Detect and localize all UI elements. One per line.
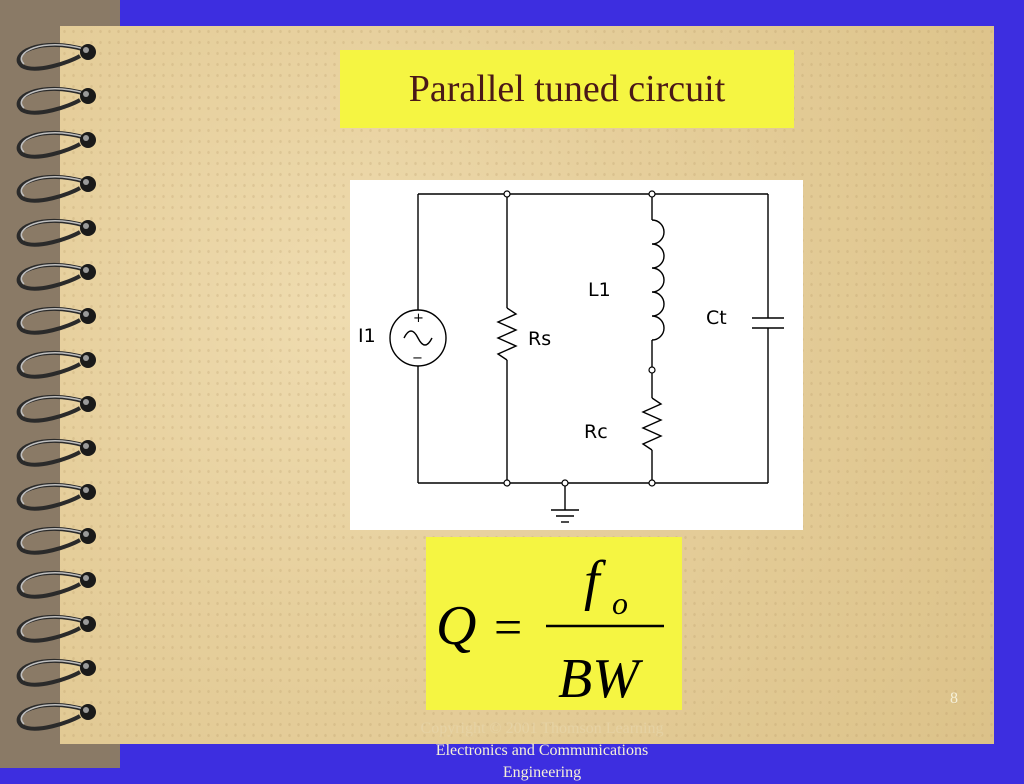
label-minus: − (412, 351, 423, 366)
binding-ring (16, 394, 96, 423)
binding-ring (16, 42, 96, 71)
footer-line-2: Electronics and Communications (435, 742, 649, 759)
binding-ring (16, 218, 96, 247)
binding-ring (16, 262, 96, 291)
label-l1: L1 (588, 279, 611, 301)
title-box: Parallel tuned circuit (340, 50, 794, 128)
binding-ring (16, 526, 96, 555)
circuit-schematic: I1 Rs L1 Rc Ct + − (358, 190, 784, 523)
label-plus: + (413, 311, 424, 326)
binding-ring (16, 350, 96, 379)
binding-ring (16, 306, 96, 335)
formula-equals: = (494, 599, 522, 655)
binding-ring (16, 438, 96, 467)
node-dot (648, 479, 656, 487)
footer-copyright: Copyright © 2001 Thomson Learning (420, 720, 664, 737)
binding-ring (16, 174, 96, 203)
label-ct: Ct (706, 307, 727, 329)
binding-ring (16, 702, 96, 731)
spiral-binding (16, 42, 96, 731)
node-dot (561, 479, 569, 487)
node-dot (503, 190, 511, 198)
slide-title: Parallel tuned circuit (408, 68, 726, 110)
rc-resistor (641, 397, 663, 451)
formula-lhs: Q (436, 595, 476, 657)
label-rc: Rc (584, 421, 608, 443)
footer-text: Copyright © 2001 Thomson Learning Electr… (392, 718, 692, 784)
label-rs: Rs (528, 328, 551, 350)
binding-ring (16, 130, 96, 159)
binding-ring (16, 658, 96, 687)
node-dot (648, 190, 656, 198)
binding-ring (16, 614, 96, 643)
label-i1: I1 (358, 325, 376, 347)
rs-resistor (496, 307, 518, 361)
l1-inductor (651, 219, 665, 341)
node-dot (648, 366, 656, 374)
q-formula: Q = f o BW (426, 537, 682, 710)
circuit-diagram: I1 Rs L1 Rc Ct + − (350, 180, 803, 530)
page-number: 8 (950, 690, 958, 707)
binding-ring (16, 482, 96, 511)
footer-line-3: Engineering (502, 764, 582, 781)
formula-denominator: BW (558, 648, 643, 710)
sine-symbol (403, 330, 433, 346)
formula-numerator-sub: o (612, 585, 628, 621)
formula-numerator: f (584, 550, 607, 612)
node-dot (503, 479, 511, 487)
binding-ring (16, 570, 96, 599)
binding-ring (16, 86, 96, 115)
formula-render: Q = f o BW (436, 550, 664, 710)
